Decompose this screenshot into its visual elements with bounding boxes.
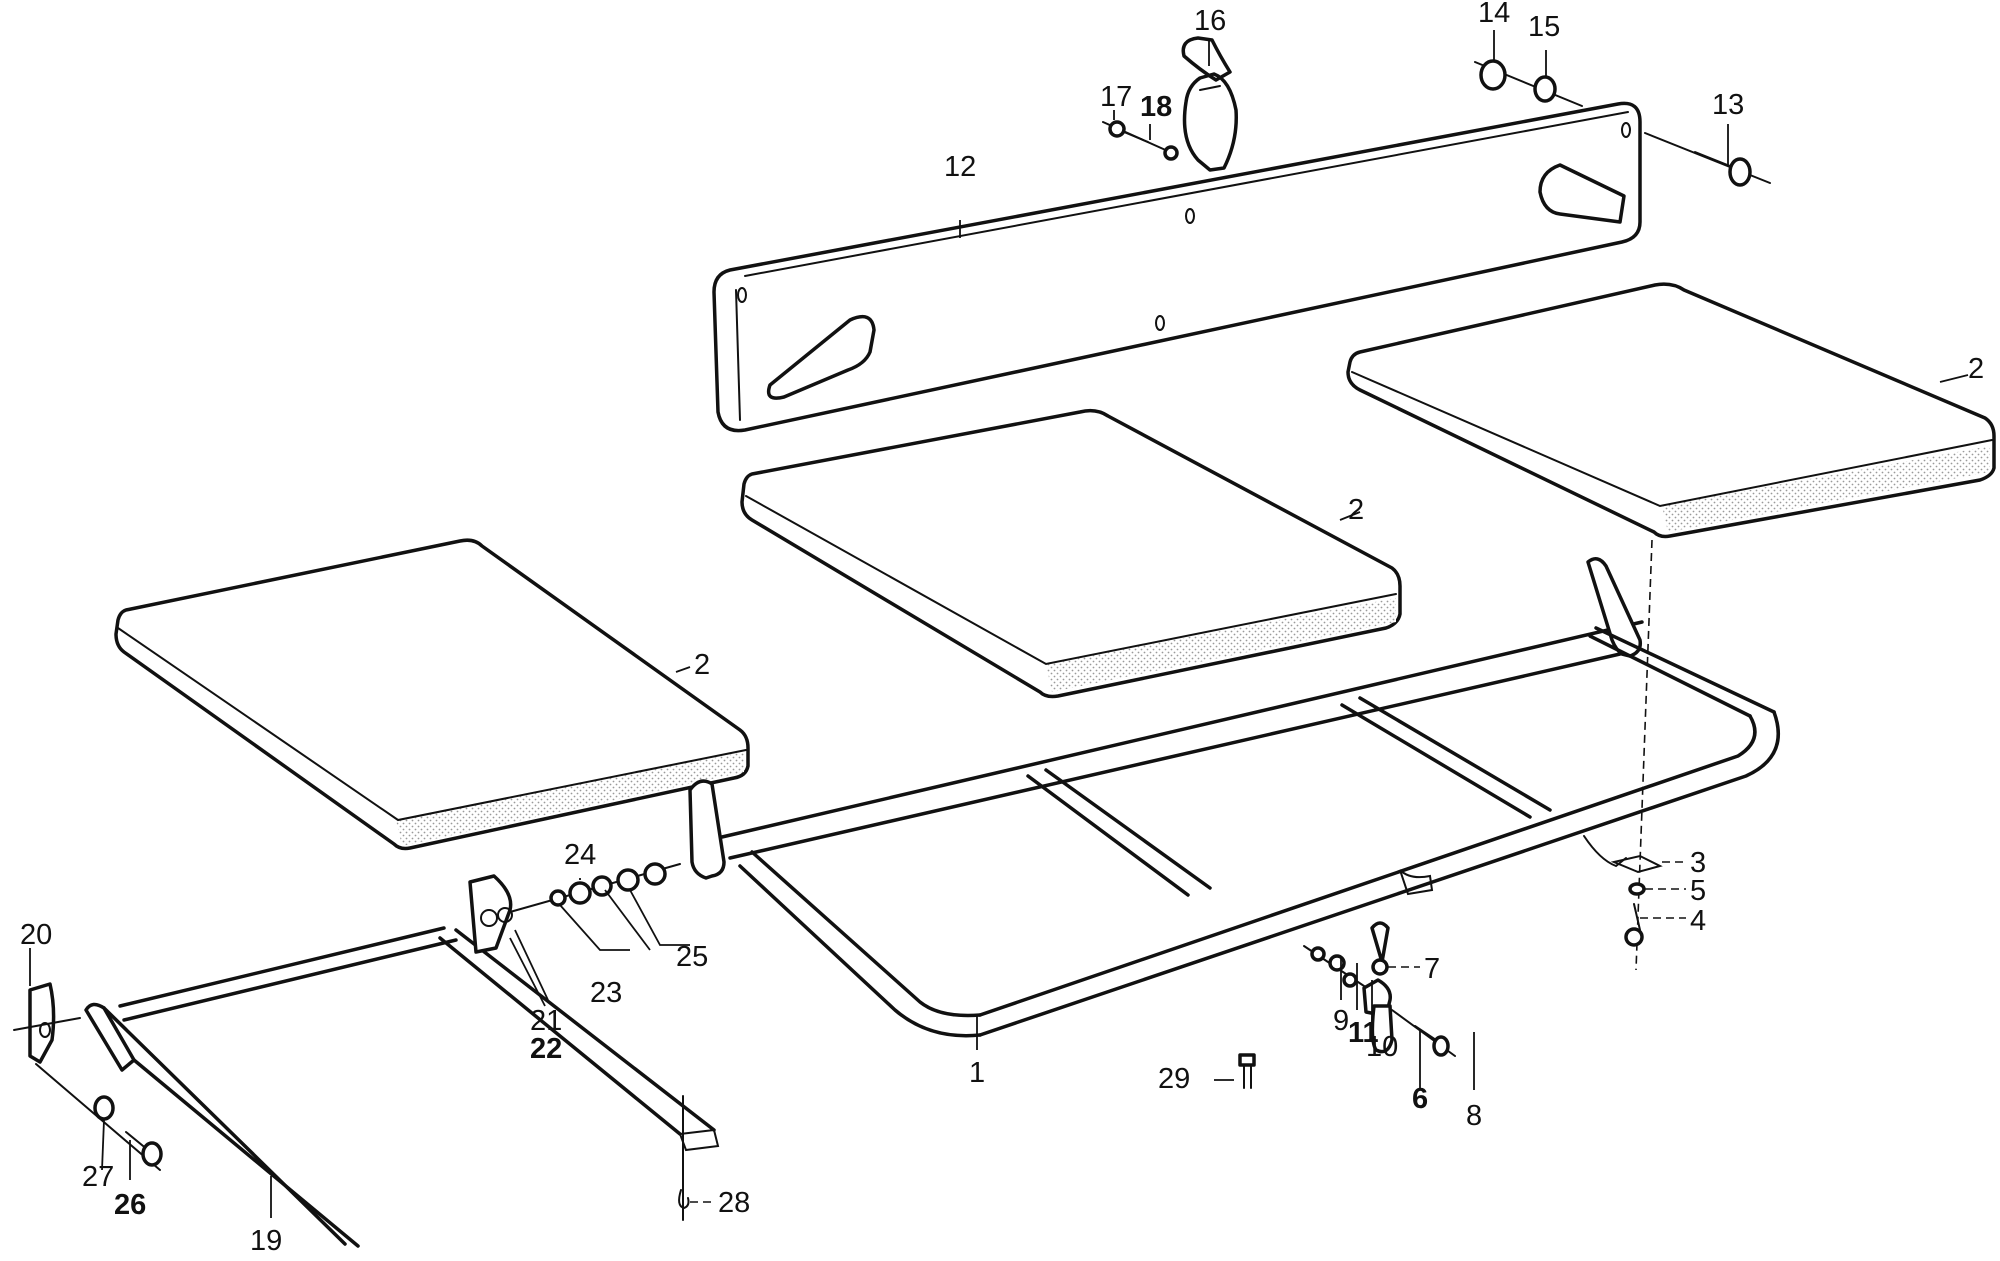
callout-29: 29 bbox=[1158, 1063, 1190, 1095]
seat-cushion-middle bbox=[740, 408, 1402, 699]
locating-pin bbox=[1238, 1053, 1256, 1089]
hand-slot-left bbox=[766, 314, 876, 400]
washer bbox=[591, 875, 613, 897]
callout-20: 20 bbox=[20, 919, 52, 951]
latch-assembly bbox=[1303, 921, 1456, 1057]
leader-lines bbox=[29, 30, 1969, 1218]
callout-10: 10 bbox=[1366, 1031, 1398, 1063]
callout-24: 24 bbox=[564, 839, 596, 871]
callout-16: 16 bbox=[1194, 5, 1226, 37]
callout-9: 9 bbox=[1333, 1005, 1349, 1037]
support-strut bbox=[84, 926, 720, 1248]
nut bbox=[1474, 59, 1583, 107]
callout-5: 5 bbox=[1690, 875, 1706, 907]
nut bbox=[643, 862, 667, 886]
hand-slot-right bbox=[1538, 163, 1626, 224]
callout-14: 14 bbox=[1478, 0, 1510, 29]
screw bbox=[1644, 132, 1771, 187]
mount-hole bbox=[1185, 208, 1195, 224]
callout-6: 6 bbox=[1412, 1083, 1428, 1115]
callout-2-middle-cushion: 2 bbox=[1348, 494, 1364, 526]
seat-cushion-right bbox=[1346, 282, 1996, 539]
callout-1: 1 bbox=[969, 1057, 985, 1089]
callout-25: 25 bbox=[676, 941, 708, 973]
callout-23: 23 bbox=[590, 977, 622, 1009]
callout-21: 21 bbox=[530, 1005, 562, 1037]
callout-2-left-cushion: 2 bbox=[694, 649, 710, 681]
grab-handle bbox=[1181, 36, 1238, 172]
callout-labels: 1 2 2 2 3 4 5 6 7 8 9 10 11 12 13 14 15 … bbox=[20, 0, 1984, 1257]
mount-hole bbox=[1621, 122, 1631, 138]
callout-19: 19 bbox=[250, 1225, 282, 1257]
callout-11: 11 bbox=[1348, 1017, 1379, 1049]
mounting-bracket bbox=[13, 982, 81, 1064]
bolt bbox=[125, 1131, 163, 1167]
mount-hole bbox=[737, 287, 747, 303]
callout-26: 26 bbox=[114, 1189, 146, 1221]
spacer bbox=[35, 1063, 161, 1171]
fastener-stack-right bbox=[1610, 539, 1663, 971]
callout-7: 7 bbox=[1424, 953, 1440, 985]
nut bbox=[616, 868, 640, 892]
callout-18: 18 bbox=[1140, 91, 1172, 123]
backrest-board bbox=[712, 101, 1642, 433]
callout-13: 13 bbox=[1712, 89, 1744, 121]
washer bbox=[568, 881, 592, 905]
washer bbox=[1533, 75, 1557, 103]
screw bbox=[1102, 120, 1171, 153]
washer bbox=[1163, 145, 1179, 161]
washer-stack bbox=[509, 862, 681, 913]
callout-17: 17 bbox=[1100, 81, 1132, 113]
pivot-plate bbox=[468, 874, 513, 954]
callout-15: 15 bbox=[1528, 11, 1560, 43]
callout-28: 28 bbox=[718, 1187, 750, 1219]
seat-cushion-left bbox=[114, 538, 750, 851]
callout-3: 3 bbox=[1690, 847, 1706, 879]
seat-frame bbox=[688, 557, 1780, 1038]
washer bbox=[549, 889, 567, 907]
callout-27: 27 bbox=[82, 1161, 114, 1193]
callout-22: 22 bbox=[530, 1033, 562, 1065]
callout-2-right-cushion: 2 bbox=[1968, 353, 1984, 385]
callout-12: 12 bbox=[944, 151, 976, 183]
callout-8: 8 bbox=[1466, 1100, 1482, 1132]
hook bbox=[678, 1095, 690, 1221]
callout-4: 4 bbox=[1690, 905, 1706, 937]
mount-hole bbox=[1155, 315, 1165, 331]
